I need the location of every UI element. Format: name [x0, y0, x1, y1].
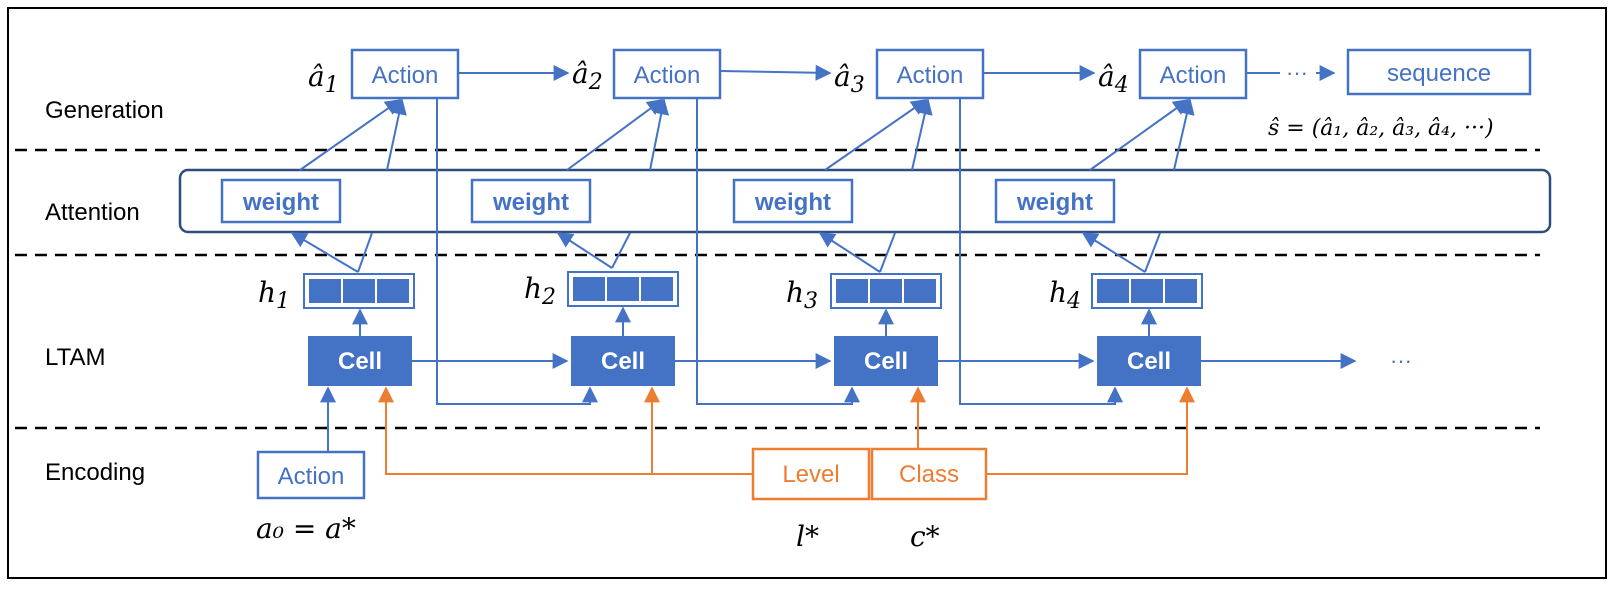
hidden-symbol-1: h1 [258, 276, 290, 314]
cell-label: Cell [864, 348, 908, 375]
hidden-state-3 [830, 273, 942, 309]
hidden-state-4 [1091, 273, 1203, 309]
encoding-action-box: Action [256, 450, 366, 500]
level-symbol: l* [796, 520, 819, 553]
sequence-label: sequence [1387, 60, 1491, 87]
hidden-state-1 [303, 273, 415, 309]
level-label: Level [782, 461, 839, 488]
sequence-box: sequence [1346, 48, 1532, 96]
cell-label: Cell [601, 348, 645, 375]
ltam-cell-3: Cell [834, 336, 938, 386]
hidden-symbol-2: h2 [524, 272, 556, 310]
attention-weight-1: weight [220, 178, 342, 224]
encoding-action-formula: a₀ = a* [256, 512, 356, 545]
generated-action-2: Action [612, 48, 722, 100]
action-label: Action [634, 62, 701, 89]
cell-label: Cell [1127, 348, 1171, 375]
encoding-action-label: Action [278, 463, 345, 490]
class-box: Class [870, 447, 988, 501]
outer-frame [7, 7, 1607, 579]
attention-to-action-arrows [299, 98, 1195, 171]
class-symbol: c* [910, 520, 940, 553]
level-box: Level [751, 447, 871, 501]
ltam-cell-2: Cell [571, 336, 675, 386]
action-symbol-1: â1 [308, 60, 339, 98]
sequence-formula: ŝ = (â₁, â₂, â₃, â₄, ···) [1268, 116, 1494, 141]
hidden-symbol-4: h4 [1049, 276, 1081, 314]
action-feedback-arrows [436, 98, 1123, 405]
attention-container [178, 168, 1552, 234]
weight-label: weight [242, 189, 319, 216]
arrow-action2-to-action3 [719, 64, 832, 81]
generated-action-1: Action [350, 48, 460, 100]
hidden-symbol-3: h3 [786, 276, 818, 314]
context-arrows [378, 386, 1195, 475]
row-label-ltam: LTAM [45, 344, 105, 371]
cell-to-hidden-arrows [352, 306, 1157, 336]
row-label-attention: Attention [45, 199, 140, 226]
weight-label: weight [492, 189, 569, 216]
ltam-cell-4: Cell [1097, 336, 1201, 386]
hidden-to-weight-arrows [290, 232, 1161, 273]
row-label-encoding: Encoding [45, 459, 145, 486]
weight-label: weight [1016, 189, 1093, 216]
action-label: Action [897, 62, 964, 89]
attention-weight-3: weight [732, 178, 854, 224]
action-symbol-2: â2 [572, 57, 603, 95]
action-label: Action [372, 62, 439, 89]
generated-action-4: Action [1138, 48, 1248, 100]
ltam-ellipsis: ··· [1390, 348, 1412, 373]
attention-weight-4: weight [994, 178, 1116, 224]
hidden-state-2 [567, 271, 679, 307]
action-symbol-3: â3 [834, 60, 865, 98]
action-label: Action [1160, 62, 1227, 89]
action-symbol-4: â4 [1098, 60, 1129, 98]
ltam-cell-1: Cell [308, 336, 412, 386]
weight-label: weight [754, 189, 831, 216]
attention-weight-2: weight [470, 178, 592, 224]
class-label: Class [899, 461, 959, 488]
generated-action-3: Action [875, 48, 985, 100]
generation-ellipsis: ··· [1286, 60, 1308, 85]
cell-label: Cell [338, 348, 382, 375]
row-label-generation: Generation [45, 97, 164, 124]
